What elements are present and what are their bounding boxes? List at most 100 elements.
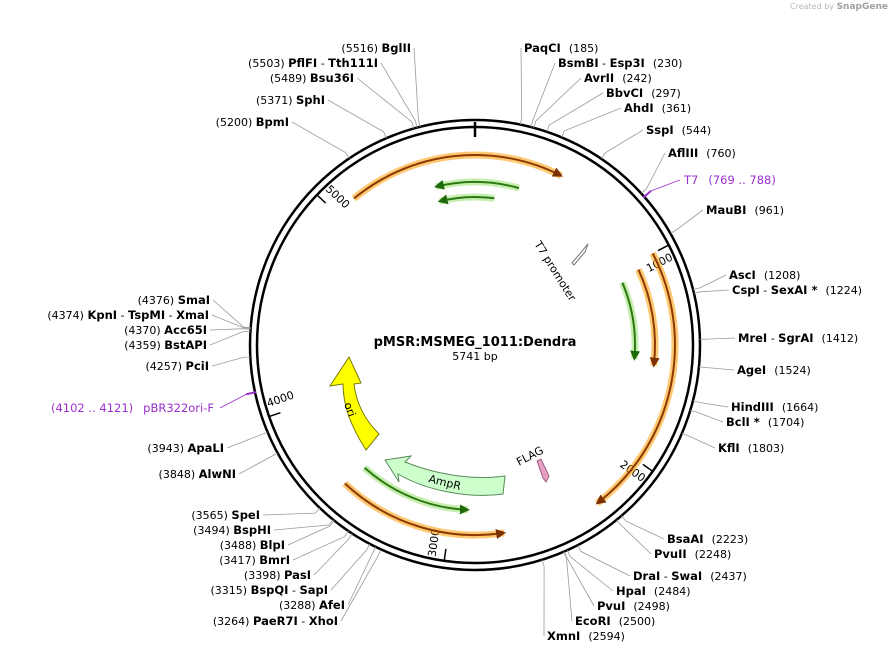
primer-range: (4102 .. 4121) (51, 401, 133, 415)
site-name: BbvCI (606, 86, 643, 100)
site-name: TspMI (128, 308, 165, 322)
site-name: KflI (718, 441, 740, 455)
site-ahdi[interactable]: AhdI (361) (561, 101, 692, 138)
site-blpi[interactable]: (3488) BlpI (220, 520, 335, 553)
feature-flag[interactable]: FLAG (514, 444, 550, 483)
tick-4000 (268, 411, 281, 418)
site-afei[interactable]: (3288) AfeI (279, 546, 377, 612)
site-position: (242) (622, 72, 652, 85)
site-name: MauBI (706, 203, 746, 217)
orf-arc-top[interactable] (351, 151, 563, 202)
site-name: AhdI (624, 101, 654, 115)
gene-arc-top-2[interactable] (437, 193, 495, 205)
primer-mark (246, 391, 257, 396)
orf-arc-top-line (353, 154, 563, 200)
site-name: Bsu36I (310, 71, 354, 85)
site-bsphi[interactable]: (3494) BspHI (193, 519, 334, 537)
site-name: XmaI (176, 308, 209, 322)
site-label: (4374) KpnI - TspMI - XmaI (47, 308, 209, 322)
site-afliii[interactable]: AflIII(760) (641, 146, 736, 194)
gene-arc-right[interactable] (619, 281, 641, 361)
site-alwni[interactable]: (3848) AlwNI (159, 452, 278, 481)
site-position: (544) (682, 124, 712, 137)
site-position: (5200) (216, 116, 256, 129)
site-bpmi[interactable]: (5200) BpmI (216, 115, 350, 159)
site-label: KflI(1803) (718, 441, 784, 455)
flag-arrow (536, 458, 550, 483)
site-bcli[interactable]: BclI *(1704) (690, 409, 805, 429)
site-ecori[interactable]: EcoRI(2500) (563, 551, 656, 628)
site-avrii[interactable]: AvrII(242) (533, 71, 652, 128)
gene-arc-top-1[interactable] (434, 178, 520, 192)
site-asci[interactable]: AscI(1208) (693, 268, 800, 290)
gene-arc-bottom[interactable] (362, 465, 470, 515)
site-label: (3417) BmrI (219, 553, 290, 567)
site-sspi[interactable]: SspI(544) (600, 123, 712, 159)
site-apali[interactable]: (3943) ApaLI (147, 431, 268, 455)
site-drai-swai[interactable]: DraI - SwaI(2437) (577, 544, 747, 583)
gene-arc-right-line (621, 282, 641, 361)
site-position: (4370) (124, 324, 164, 337)
site-pcii[interactable]: (4257) PciI (145, 356, 251, 373)
site-label: AscI(1208) (729, 268, 800, 282)
feature-ampr[interactable]: AmpR (384, 455, 506, 496)
site-connector (327, 99, 387, 139)
site-connector (291, 121, 350, 159)
feature-t7-promoter[interactable]: T7 promoter (531, 238, 589, 304)
site-bglii[interactable]: (5516) BglII (341, 41, 421, 127)
site-hindiii[interactable]: HindIII(1664) (692, 400, 818, 414)
feature-ori[interactable]: ori (328, 355, 380, 451)
site-connector (380, 62, 418, 128)
site-bbvci[interactable]: BbvCI(297) (546, 86, 681, 132)
site-name: AlwNI (199, 467, 236, 481)
site-kfli[interactable]: KflI(1803) (681, 432, 784, 455)
site-position: (361) (662, 102, 692, 115)
site-paqci[interactable]: PaqCI(185) (519, 41, 598, 125)
site-label: (5200) BpmI (216, 115, 289, 129)
site-bmri[interactable]: (3417) BmrI (219, 530, 349, 567)
site-label: PvuI(2498) (597, 599, 670, 613)
site-pflfi-tth111i[interactable]: (5503) PflFI - Tth111I (248, 56, 418, 128)
site-hpai[interactable]: HpaI(2484) (567, 550, 690, 598)
site-name: XhoI (309, 614, 338, 628)
site-agei[interactable]: AgeI(1524) (698, 363, 811, 377)
site-paer7i-xhoi[interactable]: (3264) PaeR7I - XhoI (213, 549, 382, 629)
site-name: PflFI (288, 56, 317, 70)
site-bstapi[interactable]: (4359) BstAPI (124, 331, 251, 353)
primer-t7[interactable]: T7(769 .. 788) (642, 173, 776, 199)
primer-pbr322ori-f[interactable]: (4102 .. 4121)pBR322ori-F (51, 391, 257, 415)
site-pasi[interactable]: (3398) PasI (244, 533, 353, 583)
site-sphi[interactable]: (5371) SphI (256, 93, 387, 139)
site-position: (1704) (768, 416, 805, 429)
site-label: (4359) BstAPI (124, 338, 207, 352)
site-position: (2437) (710, 570, 747, 583)
site-name: PvuI (597, 599, 625, 613)
site-connector (670, 209, 704, 234)
site-smai[interactable]: (4376) SmaI (138, 293, 251, 329)
site-mrei-sgrai[interactable]: MreI - SgrAI(1412) (699, 331, 858, 345)
site-bspqi-sapi[interactable]: (3315) BspQI - SapI (210, 543, 371, 597)
site-name: BmrI (259, 553, 290, 567)
site-connector (356, 77, 415, 129)
site-label: (4257) PciI (145, 359, 209, 373)
site-name: SapI (299, 583, 328, 597)
site-pvuii[interactable]: PvuII(2248) (616, 519, 732, 561)
orf-arc-bottom[interactable] (342, 480, 507, 539)
site-label: AhdI (361) (624, 101, 691, 115)
site-name: HindIII (731, 400, 774, 414)
site-kpni-tspmi-xmai[interactable]: (4374) KpnI - TspMI - XmaI (47, 308, 251, 329)
site-connector (209, 331, 251, 346)
site-pvui[interactable]: PvuI(2498) (563, 551, 670, 613)
site-acc65i[interactable]: (4370) Acc65I (124, 323, 251, 337)
orf-arc-right-1[interactable] (595, 251, 679, 507)
site-position: (2500) (619, 615, 656, 628)
site-bsaai[interactable]: BsaAI(2223) (621, 515, 748, 546)
site-spei[interactable]: (3565) SpeI (191, 507, 321, 522)
orf-arc-right-2[interactable] (635, 268, 660, 368)
site-bsmbi-esp3i[interactable]: BsmBI - Esp3I(230) (530, 56, 682, 128)
site-bsu36i[interactable]: (5489) Bsu36I (270, 71, 415, 129)
site-cspi-sexai[interactable]: CspI - SexAI *(1224) (693, 283, 862, 297)
site-name: BstAPI (164, 338, 207, 352)
site-maubi[interactable]: MauBI(961) (670, 203, 784, 234)
site-xmni[interactable]: XmnI(2594) (541, 559, 625, 643)
